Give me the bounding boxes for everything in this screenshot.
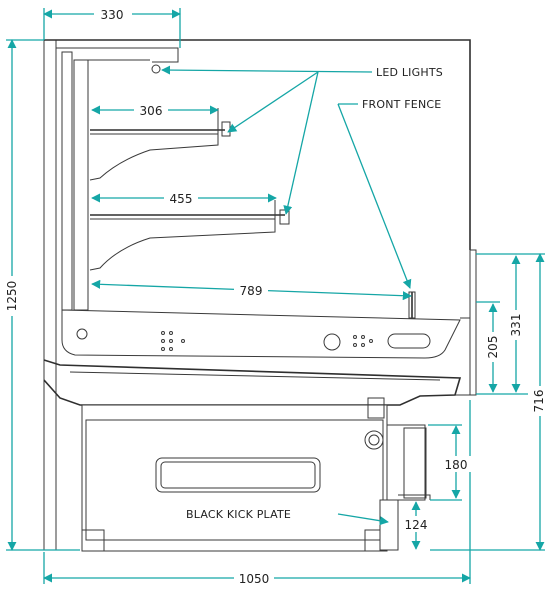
dim-fence-outer: 331 bbox=[509, 314, 523, 337]
dim-fence-inner: 205 bbox=[486, 336, 500, 359]
label-black-kick-plate: BLACK KICK PLATE bbox=[186, 508, 291, 521]
dim-base-deck: 789 bbox=[240, 284, 263, 298]
dim-top-depth: 330 bbox=[101, 8, 124, 22]
dim-front-height: 716 bbox=[532, 390, 545, 413]
dim-total-width: 1050 bbox=[239, 572, 270, 586]
back-wall bbox=[43, 39, 57, 551]
middle-shelf bbox=[89, 200, 290, 271]
inner-back-panel bbox=[61, 51, 73, 311]
dim-shelf-upper: 306 bbox=[140, 104, 163, 118]
leader-lines bbox=[161, 65, 412, 526]
base-deck bbox=[61, 291, 461, 359]
dim-kick-plate: 124 bbox=[405, 518, 428, 532]
dimension-values: 330 306 455 789 1250 1050 716 331 205 18… bbox=[4, 6, 545, 586]
dim-kick-opening: 180 bbox=[445, 458, 468, 472]
top-canopy bbox=[44, 39, 471, 250]
cabinet-outline bbox=[43, 39, 477, 552]
dim-total-height: 1250 bbox=[5, 281, 19, 312]
callout-labels: LED LIGHTS FRONT FENCE BLACK KICK PLATE bbox=[186, 66, 443, 521]
lower-body bbox=[43, 359, 462, 406]
base-stand bbox=[81, 397, 431, 552]
label-front-fence: FRONT FENCE bbox=[362, 98, 441, 111]
label-led-lights: LED LIGHTS bbox=[376, 66, 443, 79]
dim-shelf-middle: 455 bbox=[170, 192, 193, 206]
upper-shelf bbox=[89, 108, 231, 181]
